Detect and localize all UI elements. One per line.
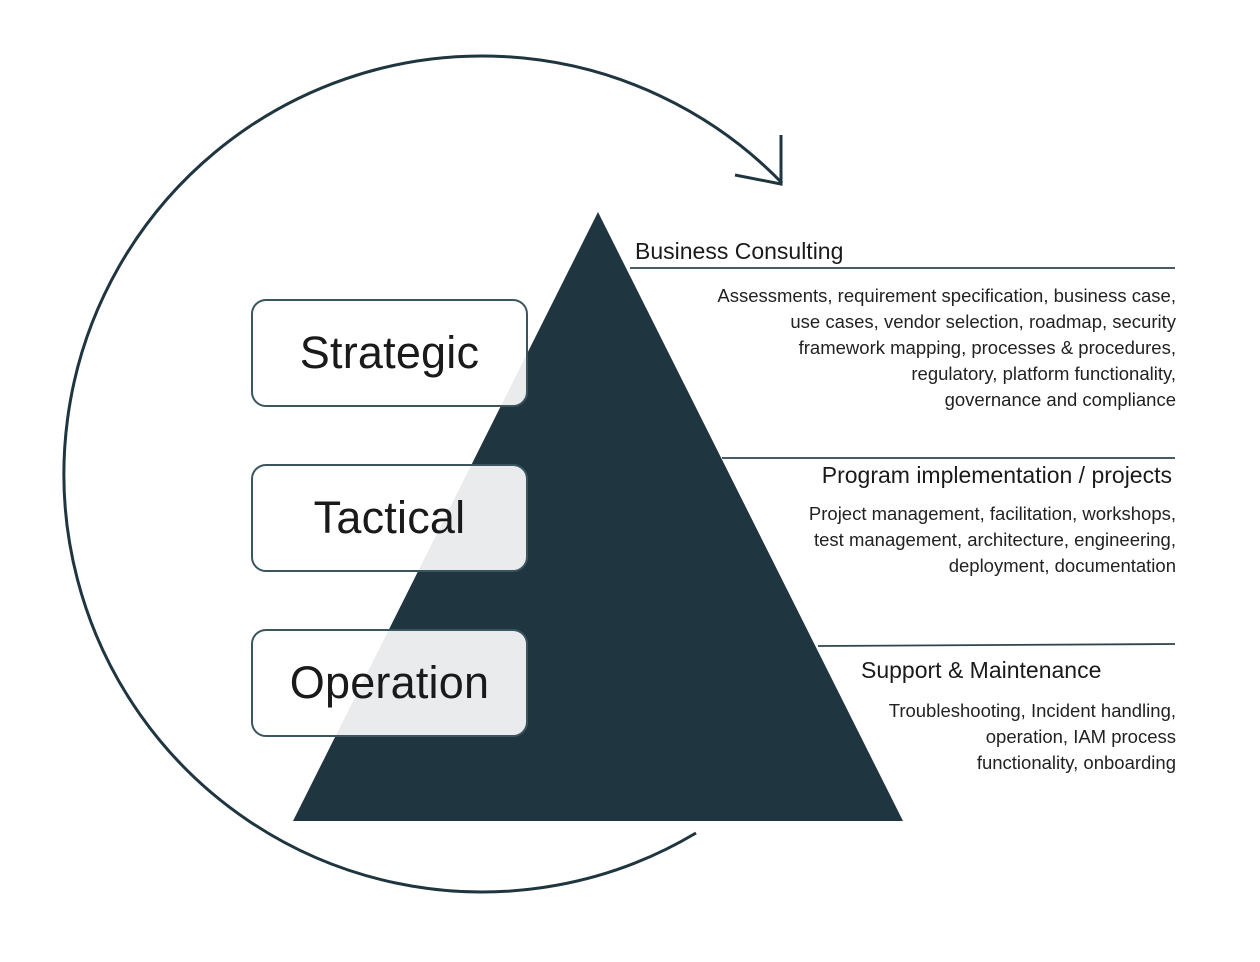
desc-line: Assessments, requirement specification, … <box>717 285 1176 306</box>
level-label-operation: Operation <box>289 657 490 708</box>
section-desc-business-consulting: Assessments, requirement specification, … <box>717 283 1176 413</box>
section-title-program-implementation: Program implementation / projects <box>821 462 1172 488</box>
level-box-strategic: Strategic <box>251 299 528 407</box>
level-box-operation: Operation <box>251 629 528 737</box>
circular-arrow-icon <box>62 54 784 894</box>
section-desc-support-maintenance: Troubleshooting, Incident handling, oper… <box>889 698 1176 776</box>
arrowhead-icon <box>734 135 783 186</box>
desc-line: test management, architecture, engineeri… <box>814 529 1176 550</box>
desc-line: operation, IAM process <box>985 726 1176 747</box>
desc-line: use cases, vendor selection, roadmap, se… <box>790 311 1176 332</box>
desc-line: regulatory, platform functionality, <box>911 363 1176 384</box>
level-label-tactical: Tactical <box>313 492 466 543</box>
desc-line: Troubleshooting, Incident handling, <box>888 700 1176 721</box>
desc-line: deployment, documentation <box>948 555 1176 576</box>
desc-line: framework mapping, processes & procedure… <box>798 337 1176 358</box>
section-title-support-maintenance: Support & Maintenance <box>861 657 1102 683</box>
section-title-business-consulting: Business Consulting <box>635 238 844 264</box>
desc-line: functionality, onboarding <box>976 752 1176 773</box>
level-box-tactical: Tactical <box>251 464 528 572</box>
section-rule-support-maintenance <box>817 643 1176 647</box>
desc-line: governance and compliance <box>944 389 1176 410</box>
level-label-strategic: Strategic <box>299 327 480 378</box>
section-desc-program-implementation: Project management, facilitation, worksh… <box>809 501 1176 579</box>
desc-line: Project management, facilitation, worksh… <box>808 503 1176 524</box>
